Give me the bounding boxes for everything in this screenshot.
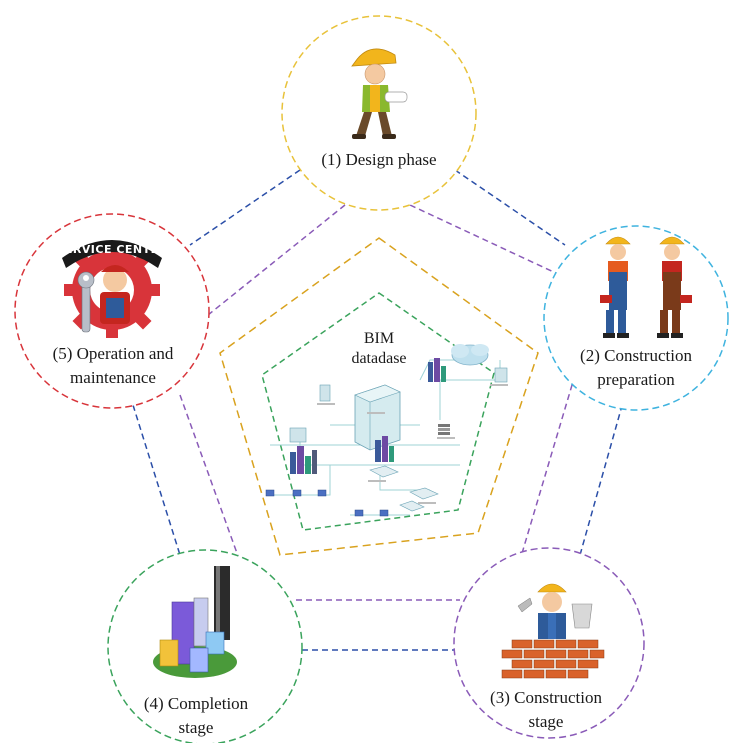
phase-label-completion-line1: (4) Completion: [144, 694, 249, 713]
phase-label-completion-line2: stage: [179, 718, 214, 737]
connector-design-preparation-outer: [454, 169, 566, 246]
connector-preparation-construction-outer: [579, 394, 626, 556]
service-center-icon: [62, 240, 162, 338]
phase-label-construction-line2: stage: [529, 712, 564, 731]
connectors: [132, 169, 626, 651]
connector-preparation-construction-inner: [519, 374, 576, 561]
connector-design-operation-outer: [189, 169, 301, 246]
workstation-icons: [265, 489, 389, 517]
router-icons: [369, 465, 439, 512]
phase-node-completion[interactable]: (4) Completion stage: [107, 549, 303, 743]
phase-label-preparation-line1: (2) Construction: [580, 346, 692, 365]
building-cluster-right-icon: [428, 358, 446, 382]
connector-operation-completion-inner: [179, 394, 239, 557]
phase-label-preparation-line2: preparation: [597, 370, 675, 389]
bim-title-line1: BIM: [364, 330, 394, 347]
phase-label-construction-line1: (3) Construction: [490, 688, 602, 707]
network-tiny-labels: [317, 384, 508, 504]
phase-node-construction[interactable]: (3) Construction stage: [453, 547, 645, 739]
building-cluster-center-icon: [375, 436, 394, 462]
connector-design-operation-inner: [207, 204, 346, 316]
cloud-icon: [451, 344, 489, 366]
phase-label-design: (1) Design phase: [321, 150, 436, 169]
service-center-badge-text: SERVICE CENTER: [56, 243, 167, 256]
bricklayer-icon: [501, 583, 605, 679]
phase-node-preparation[interactable]: (2) Construction preparation: [543, 225, 729, 411]
bim-title-line2: datadase: [351, 350, 406, 367]
designer-worker-icon: [351, 48, 408, 139]
bim-network-diagram: [265, 344, 508, 517]
small-server-icon: [289, 367, 508, 443]
two-workers-icon: [600, 236, 692, 338]
phase-node-operation[interactable]: SERVICE CENTER (5) Operation and mainten…: [14, 213, 210, 409]
outer-pentagon: [219, 237, 539, 556]
data-stack-icon: [438, 424, 450, 435]
building-cluster-left-icon: [290, 446, 317, 474]
phase-label-operation-line1: (5) Operation and: [53, 344, 174, 363]
connector-design-preparation-inner: [409, 204, 561, 276]
connector-operation-completion-outer: [132, 404, 181, 556]
inner-pentagon: [261, 292, 495, 531]
main-server-icon: [354, 384, 401, 451]
phase-node-design[interactable]: (1) Design phase: [281, 15, 477, 211]
phase-label-operation-line2: maintenance: [70, 368, 156, 387]
completed-buildings-icon: [153, 566, 237, 678]
